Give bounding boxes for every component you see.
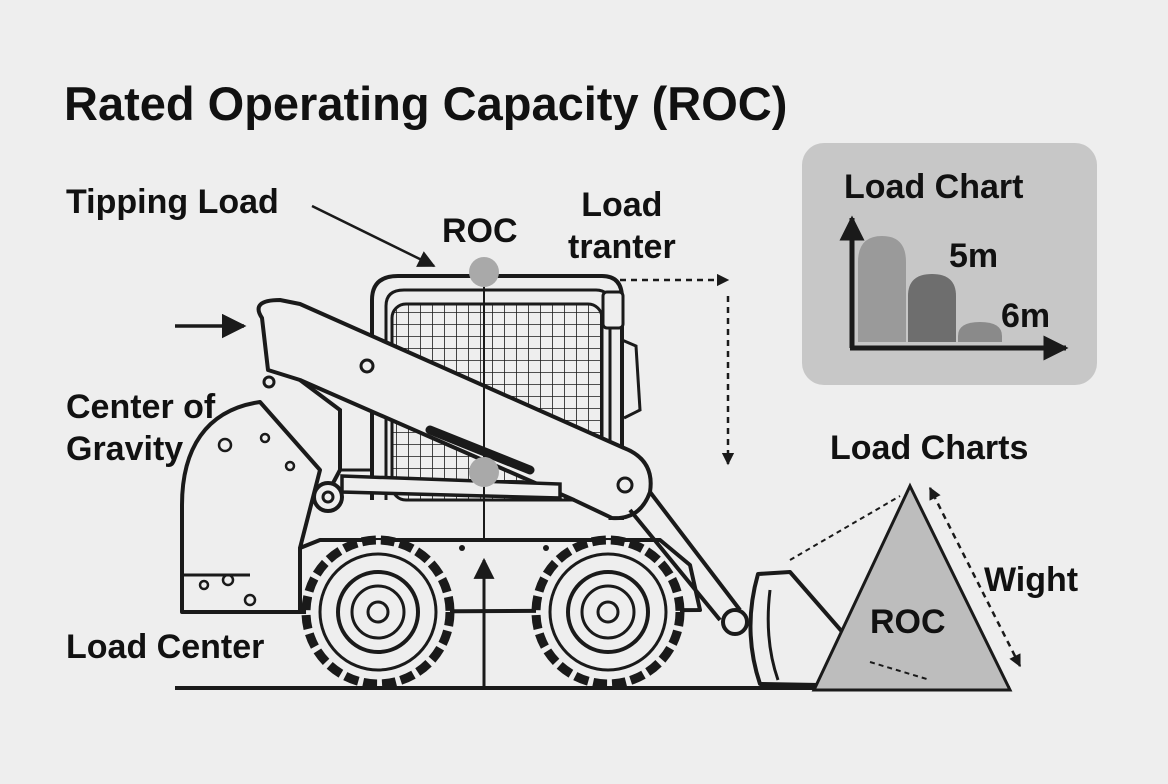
label-wight: Wight — [984, 561, 1079, 599]
rear-body — [180, 400, 322, 614]
center-of-gravity-marker — [469, 457, 499, 487]
label-tipping-load: Tipping Load — [66, 183, 279, 221]
load-chart-plot — [839, 215, 1069, 361]
label-load-tranter-line2: tranter — [568, 228, 676, 266]
label-roc-top: ROC — [442, 212, 518, 250]
roc-marker — [469, 257, 499, 287]
load-chart-label-6m: 6m — [1001, 297, 1051, 335]
label-load-tranter-line1: Load — [581, 186, 663, 224]
rear-wheel — [301, 535, 455, 689]
load-chart-bar-2 — [908, 274, 956, 342]
label-load-charts: Load Charts — [830, 429, 1029, 467]
load-chart-label-5m: 5m — [949, 237, 999, 275]
load-chart-bar-3 — [958, 322, 1002, 342]
page-title: Rated Operating Capacity (ROC) — [64, 77, 788, 130]
label-cog-line2: Gravity — [66, 430, 184, 468]
label-center-of-gravity: Center of Gravity — [66, 386, 215, 470]
front-wheel — [531, 535, 685, 689]
load-chart-bar-1 — [858, 236, 906, 342]
label-roc-triangle: ROC — [870, 603, 946, 641]
label-load-center: Load Center — [66, 628, 265, 666]
load-chart-title: Load Chart — [844, 168, 1024, 206]
lift-arm — [256, 298, 653, 521]
label-load-tranter: Load tranter — [568, 184, 676, 268]
label-cog-line1: Center of — [66, 388, 216, 426]
roc-load-triangle — [811, 482, 1013, 692]
weight-arrow — [928, 486, 1022, 668]
cab-frame — [370, 274, 624, 520]
tipping-load-arrow — [311, 204, 436, 268]
